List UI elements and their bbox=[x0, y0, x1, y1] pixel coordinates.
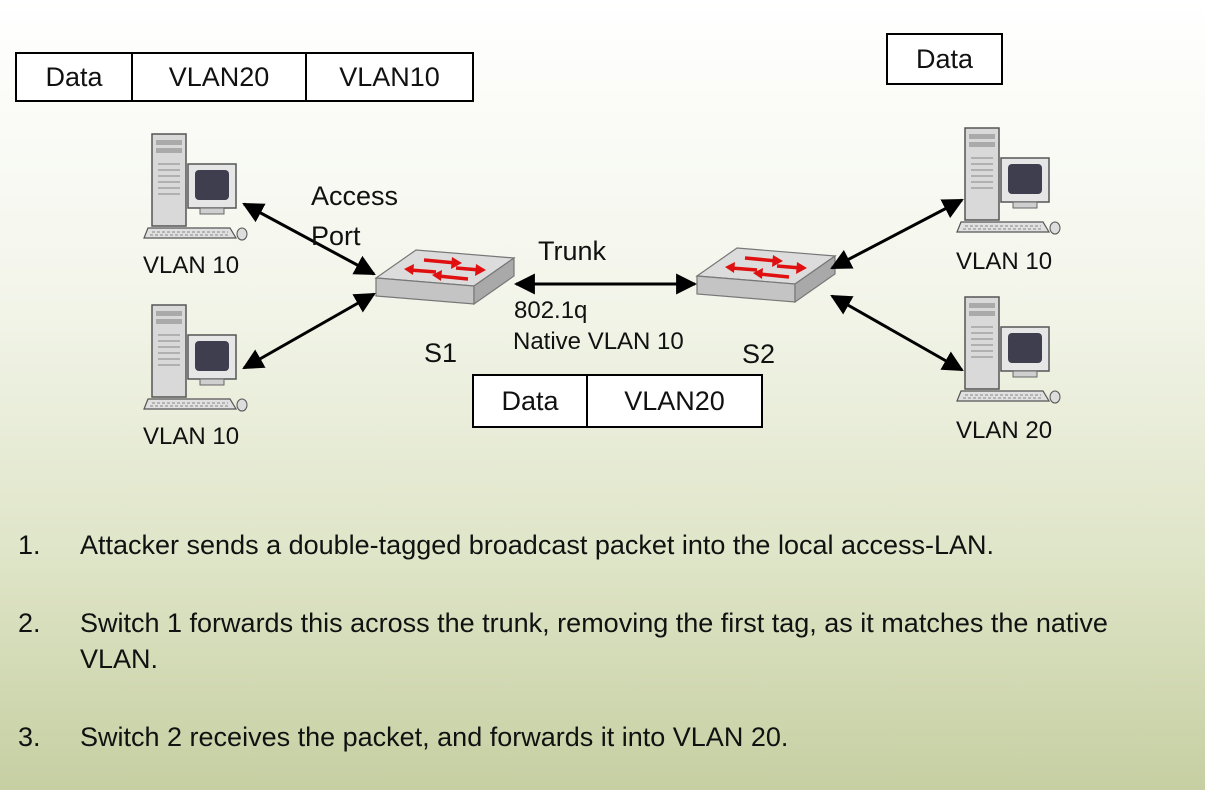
switch-s2-icon bbox=[695, 246, 837, 304]
pc-top-right-label: VLAN 10 bbox=[956, 248, 1053, 275]
link-s2-pc-top-right bbox=[830, 198, 964, 270]
list-item: 2. Switch 1 forwards this across the tru… bbox=[18, 605, 1160, 677]
pc-bottom-left-icon bbox=[143, 304, 248, 412]
link-pc-bottom-left-s1 bbox=[242, 292, 376, 370]
switch-s2-label: S2 bbox=[742, 339, 776, 369]
step-text: Switch 1 forwards this across the trunk,… bbox=[80, 608, 1108, 674]
network-diagram bbox=[143, 127, 1061, 412]
native-vlan-label: Native VLAN 10 bbox=[513, 328, 684, 355]
victim-frame: Data bbox=[886, 33, 1003, 85]
pc-bottom-right-label: VLAN 20 bbox=[956, 417, 1053, 444]
step-number: 2. bbox=[18, 608, 41, 638]
frame-cell-data: Data bbox=[501, 385, 559, 416]
step-number: 3. bbox=[18, 722, 41, 752]
pc-top-left-icon bbox=[143, 133, 248, 241]
attacker-frame: Data VLAN20 VLAN10 bbox=[15, 52, 474, 102]
pc-bottom-right-icon bbox=[956, 296, 1061, 404]
frame-cell-vlan20: VLAN20 bbox=[131, 54, 305, 100]
trunk-frame: Data VLAN20 bbox=[472, 374, 763, 428]
list-item: 3. Switch 2 receives the packet, and for… bbox=[18, 719, 1180, 755]
step-text: Attacker sends a double-tagged broadcast… bbox=[80, 530, 995, 560]
trunk-label: Trunk bbox=[538, 236, 607, 266]
frame-cell-vlan20: VLAN20 bbox=[586, 376, 761, 426]
switch-s1-label: S1 bbox=[424, 338, 458, 368]
access-port-label: Access bbox=[311, 181, 399, 211]
list-item: 1. Attacker sends a double-tagged broadc… bbox=[18, 527, 1180, 563]
protocol-label: 802.1q bbox=[514, 297, 588, 324]
link-s2-pc-bottom-right bbox=[830, 294, 964, 372]
pc-top-right-icon bbox=[956, 127, 1061, 235]
pc-top-left-label: VLAN 10 bbox=[143, 252, 240, 279]
step-number: 1. bbox=[18, 530, 41, 560]
access-port-label-2: Port bbox=[311, 221, 361, 251]
link-pc-top-left-s1 bbox=[242, 202, 376, 276]
frame-cell-data: Data bbox=[45, 61, 103, 92]
frame-cell-vlan10: VLAN10 bbox=[305, 54, 472, 100]
frame-cell-data: Data bbox=[915, 43, 974, 74]
step-text: Switch 2 receives the packet, and forwar… bbox=[80, 722, 789, 752]
pc-bottom-left-label: VLAN 10 bbox=[143, 423, 240, 450]
switch-s1-icon bbox=[374, 248, 516, 306]
